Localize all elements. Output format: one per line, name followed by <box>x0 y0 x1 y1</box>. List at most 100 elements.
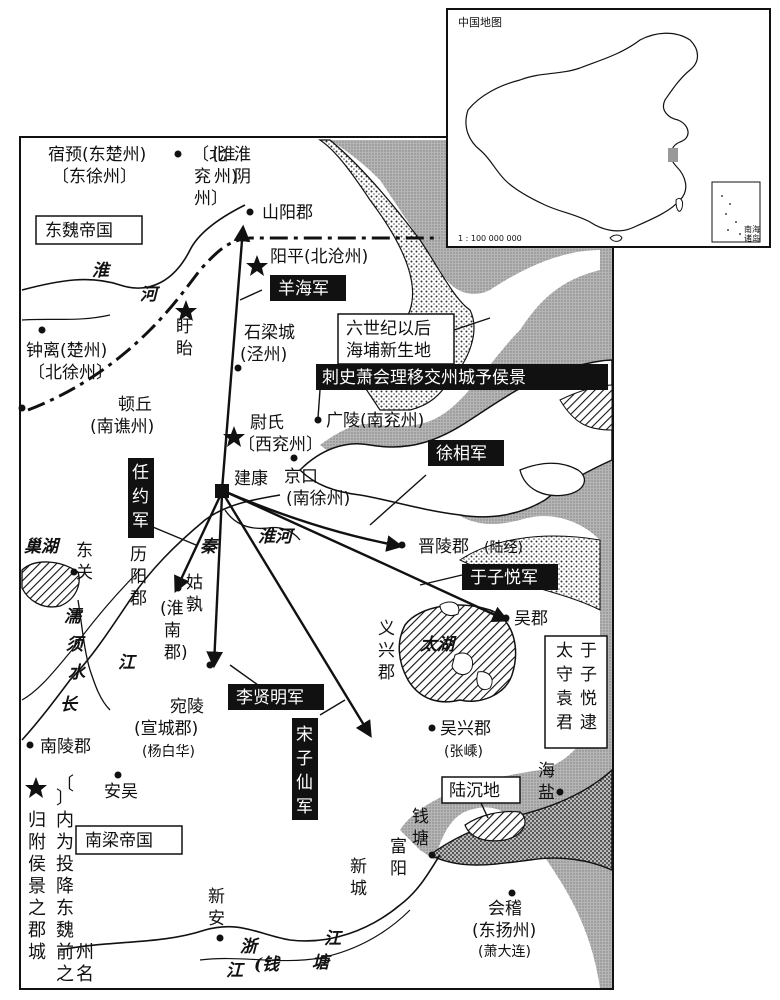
city-markers <box>18 150 564 942</box>
river-zhe-jiang: 江 <box>226 961 245 981</box>
place-shiliang-sub: (泾州) <box>240 345 287 365</box>
place-haiyan-2: 盐 <box>538 783 555 803</box>
jiankang-capital-marker <box>215 484 229 498</box>
place-yangping: 阳平(北沧州) <box>270 247 368 267</box>
inset-south-sea-label-4: 岛 <box>752 233 760 243</box>
legend-bracket-note-tail: 州 名 <box>76 942 94 985</box>
renyue-army-char-3: 军 <box>132 511 149 531</box>
estuary-shoal <box>519 462 586 497</box>
place-suyu-sub: 〔东徐州〕 <box>52 167 137 187</box>
place-zhongli: 钟离(楚州) <box>26 341 107 361</box>
place-nanling: 南陵郡 <box>40 737 91 757</box>
south-liang-label: 南梁帝国 <box>85 831 153 851</box>
inset-south-sea-label-2: 海 <box>752 224 760 234</box>
yanghai-army-label: 羊海军 <box>278 279 329 299</box>
place-huaiyin-paren-b: 州) <box>214 167 238 187</box>
cishi-note-box <box>316 364 608 390</box>
river-ruxu-1: 濡 <box>64 607 84 627</box>
place-wuxing-note: (张嵊) <box>444 744 483 760</box>
qiantang-river <box>59 854 441 951</box>
wujun-note-box <box>544 635 608 749</box>
lixianming-army-box <box>228 684 324 710</box>
svg-text:归: 归 <box>28 810 46 831</box>
new-land-line-1: 六世纪以后 <box>346 319 431 339</box>
place-kuaiji: 会稽 <box>488 899 522 919</box>
svg-text:降: 降 <box>56 876 74 897</box>
place-qiantang-1: 钱 <box>412 807 429 827</box>
place-wanling-note: (杨白华) <box>142 744 195 760</box>
xuxiang-army-box <box>428 440 504 466</box>
place-haiyan-1: 海 <box>538 761 555 781</box>
svg-text:景: 景 <box>28 876 46 897</box>
xuxiang-army-label: 徐相军 <box>436 444 487 464</box>
place-dunqiu: 顿丘 <box>118 395 152 415</box>
river-ruxu-2: 须 <box>66 635 86 655</box>
place-fuyang-2: 阳 <box>390 859 407 879</box>
place-suyu: 宿预(东楚州) <box>48 145 146 165</box>
place-wuxing: 吴兴郡 <box>440 719 491 739</box>
svg-text:侯: 侯 <box>28 854 46 875</box>
place-huaiyin-bracket-a: 〔北 <box>192 145 226 165</box>
svg-text:投: 投 <box>56 854 74 875</box>
svg-text:〕: 〕 <box>56 788 74 809</box>
sea-area <box>320 140 612 988</box>
route-songzixian <box>222 494 372 738</box>
svg-text:附: 附 <box>28 832 46 853</box>
lixianming-army-label: 李贤明军 <box>236 688 304 708</box>
south-liang-box <box>75 825 183 855</box>
place-jingkou: 京口 <box>284 467 318 487</box>
east-wei-label: 东魏帝国 <box>45 221 113 241</box>
place-dunqiu-sub: (南谯州) <box>90 417 154 437</box>
place-liyang-3: 郡 <box>130 589 147 609</box>
svg-text:守: 守 <box>556 665 573 685</box>
place-xinan-2: 安 <box>208 909 225 929</box>
place-yixing-3: 郡 <box>378 663 395 683</box>
renyue-army-char-2: 约 <box>132 487 149 507</box>
river-qiantang-1: (钱 <box>254 955 281 975</box>
svg-text:逮: 逮 <box>580 713 597 733</box>
songzixian-army-char-4: 军 <box>296 797 313 817</box>
place-huaiyin-paren-a: (淮 <box>212 145 236 165</box>
huai-river <box>21 204 246 291</box>
place-yixing-1: 义 <box>378 619 395 639</box>
legend-bracket-note: 〔 〕 内 为 投 降 东 魏 前 之 <box>56 774 74 985</box>
inset-scale: 1 : 100 000 000 <box>458 234 522 243</box>
star-markers <box>25 255 268 798</box>
place-kuaiji-note: (萧大连) <box>478 944 531 960</box>
place-xincheng-1: 新 <box>350 857 367 877</box>
route-wujun <box>225 490 510 622</box>
inset-title: 中国地图 <box>458 16 502 29</box>
place-jinling: 晋陵郡 <box>418 537 469 557</box>
songzixian-army-char-3: 仙 <box>296 773 313 793</box>
inset-highlight <box>668 148 678 162</box>
svg-text:子: 子 <box>580 665 597 685</box>
river-huai-2: 河 <box>140 285 161 305</box>
river-qiantang-2: 塘 <box>312 953 332 973</box>
east-wei-box <box>35 215 143 245</box>
place-xinan-1: 新 <box>208 887 225 907</box>
river-ruxu-3: 水 <box>68 663 87 683</box>
place-dongguan-a: 东 <box>76 541 93 561</box>
place-gushu-2: 孰 <box>186 595 203 615</box>
inset-south-sea-label-3: 诸 <box>744 234 752 243</box>
place-huainan-2: 南 <box>164 621 181 641</box>
svg-text:郡: 郡 <box>28 920 46 941</box>
river-zhe: 浙 <box>240 937 260 957</box>
place-guangling: 广陵(南兖州) <box>326 411 424 431</box>
place-liyang-2: 阳 <box>130 567 147 587</box>
subsided-land-label: 陆沉地 <box>449 781 500 801</box>
place-jinling-note: (陆经) <box>484 540 523 556</box>
river-jiang: 江 <box>118 653 137 673</box>
svg-text:魏: 魏 <box>56 920 74 941</box>
place-jingkou-sub: (南徐州) <box>286 489 350 509</box>
place-fuyang-1: 富 <box>390 837 407 857</box>
place-weishi-sub: 〔西兖州〕 <box>238 435 323 455</box>
songzixian-army-char-1: 宋 <box>296 725 313 745</box>
place-wanling-sub: (宣城郡) <box>134 719 198 739</box>
svg-text:君: 君 <box>556 713 573 733</box>
river-qin: 秦 <box>200 537 219 557</box>
river-qinhuai: 淮河 <box>258 527 296 547</box>
taihu-lake <box>398 604 517 703</box>
inset-china-outline <box>465 32 699 232</box>
inset-hainan <box>609 234 623 242</box>
